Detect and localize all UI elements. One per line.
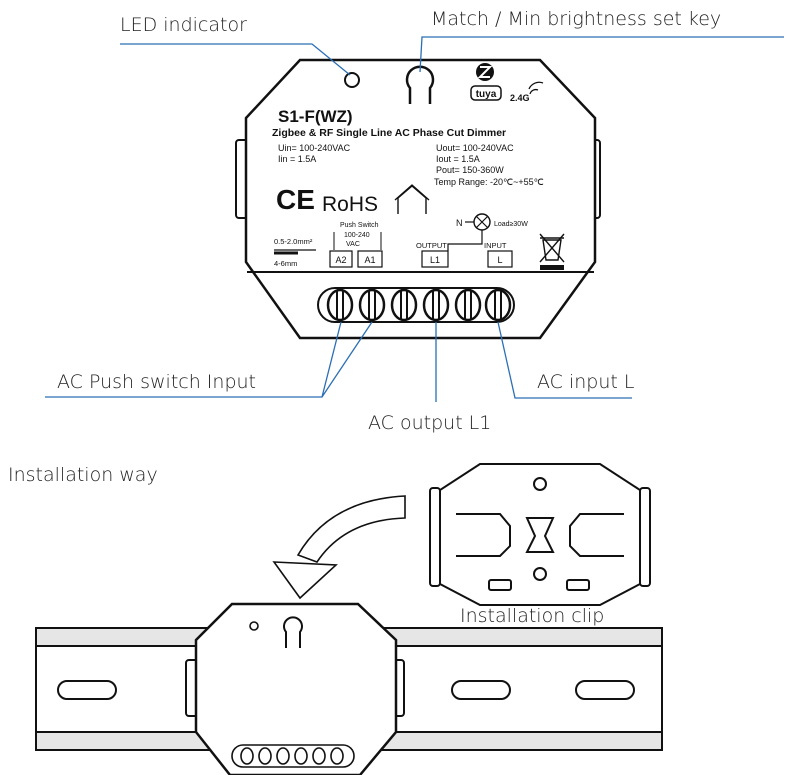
spec-temp-range: Temp Range: -20℃~+55℃ (434, 177, 544, 187)
mounted-device-body (194, 602, 398, 775)
device-body (244, 58, 597, 340)
arrow-shaft (296, 495, 406, 563)
rail-slot-1 (57, 680, 117, 700)
mounted-match-key-icon[interactable] (283, 616, 303, 648)
terminal-l1-label: L1 (430, 255, 440, 265)
load-lamp-cross (475, 215, 489, 229)
arrow-head (272, 561, 338, 600)
push-switch-voltage: 100-240 (344, 232, 370, 239)
screw-l (484, 288, 512, 322)
led-indicator-callout: LED indicator (120, 14, 247, 36)
terminal-box-a2 (329, 250, 353, 268)
spec-iin: Iin = 1.5A (278, 154, 316, 164)
push-switch-input-callout: AC Push switch Input (57, 371, 256, 393)
push-switch-unit: VAC (346, 241, 360, 248)
terminal-screws (326, 288, 512, 322)
screw-l1 (422, 288, 450, 322)
indoor-use-icon (394, 184, 430, 214)
spec-iout: Iout = 1.5A (436, 154, 480, 164)
terminal-box-a1 (357, 250, 383, 268)
screw-a2 (326, 288, 354, 322)
push-switch-label: Push Switch (340, 222, 379, 229)
wifi-signal-icon (528, 81, 544, 95)
output-l1-callout: AC output L1 (368, 412, 491, 434)
install-direction-arrow (272, 495, 406, 600)
model-name: S1-F(WZ) (278, 107, 353, 126)
led-indicator-icon (344, 72, 360, 88)
clip-left-tab (429, 487, 441, 587)
load-label: Load≥30W (494, 221, 528, 228)
spec-uin: Uin= 100-240VAC (278, 143, 351, 153)
spec-pout: Pout= 150-360W (436, 165, 504, 175)
callout-leaders (45, 36, 784, 402)
led-indicator-leader (120, 43, 351, 76)
input-l-callout: AC input L (537, 371, 634, 393)
spec-uout: Uout= 100-240VAC (436, 143, 514, 153)
terminal-l-label: L (497, 255, 502, 265)
rail-slot-2 (451, 680, 511, 700)
installation-clip (429, 463, 651, 606)
zigbee-z-icon (477, 66, 493, 78)
clip-bottom-hole (533, 567, 547, 581)
terminal-box-l (487, 250, 513, 268)
device-top-view: tuya 2.4G S1-F(WZ) Zigbee & RF Single Li… (235, 58, 601, 340)
neutral-label: N (456, 218, 463, 228)
model-description: Zigbee & RF Single Line AC Phase Cut Dim… (272, 127, 506, 139)
clip-center-slot (525, 517, 555, 553)
device-mounted-on-rail (185, 602, 405, 775)
screw-a1 (358, 288, 386, 322)
match-key-callout: Match / Min brightness set key (431, 8, 721, 30)
clip-right-slot (569, 513, 624, 557)
installation-way-heading: Installation way (8, 464, 158, 486)
screw-5 (454, 288, 482, 322)
clip-left-slot (456, 513, 511, 557)
rail-slot-3 (575, 680, 635, 700)
clip-top-hole (533, 477, 547, 491)
mounted-terminal-screws (240, 747, 344, 765)
load-to-output-wire (447, 230, 483, 251)
output-label: OUTPUT (416, 241, 447, 250)
clip-left-latch (488, 579, 512, 591)
installation-clip-label: Installation clip (460, 605, 604, 627)
weee-bin-icon (539, 233, 565, 270)
clip-right-tab (639, 487, 651, 587)
tuya-badge (470, 85, 502, 101)
push-switch-leader (45, 321, 373, 398)
rohs-mark: RoHS (322, 193, 378, 216)
ce-mark: CE (276, 184, 315, 215)
band-label: 2.4G (510, 93, 530, 103)
wire-gauge: 0.5-2.0mm² (274, 237, 313, 246)
strip-length: 4-6mm (274, 259, 297, 268)
terminal-a1-label: A1 (364, 255, 375, 265)
mounted-led-icon (249, 621, 259, 631)
input-l-leader (497, 321, 632, 399)
clip-right-latch (566, 579, 590, 591)
input-label: INPUT (484, 241, 507, 250)
screw-3 (390, 288, 418, 322)
tuya-label: tuya (476, 89, 497, 100)
terminal-a2-label: A2 (335, 255, 346, 265)
match-key-leader (419, 36, 784, 73)
terminal-box-l1 (421, 250, 449, 268)
